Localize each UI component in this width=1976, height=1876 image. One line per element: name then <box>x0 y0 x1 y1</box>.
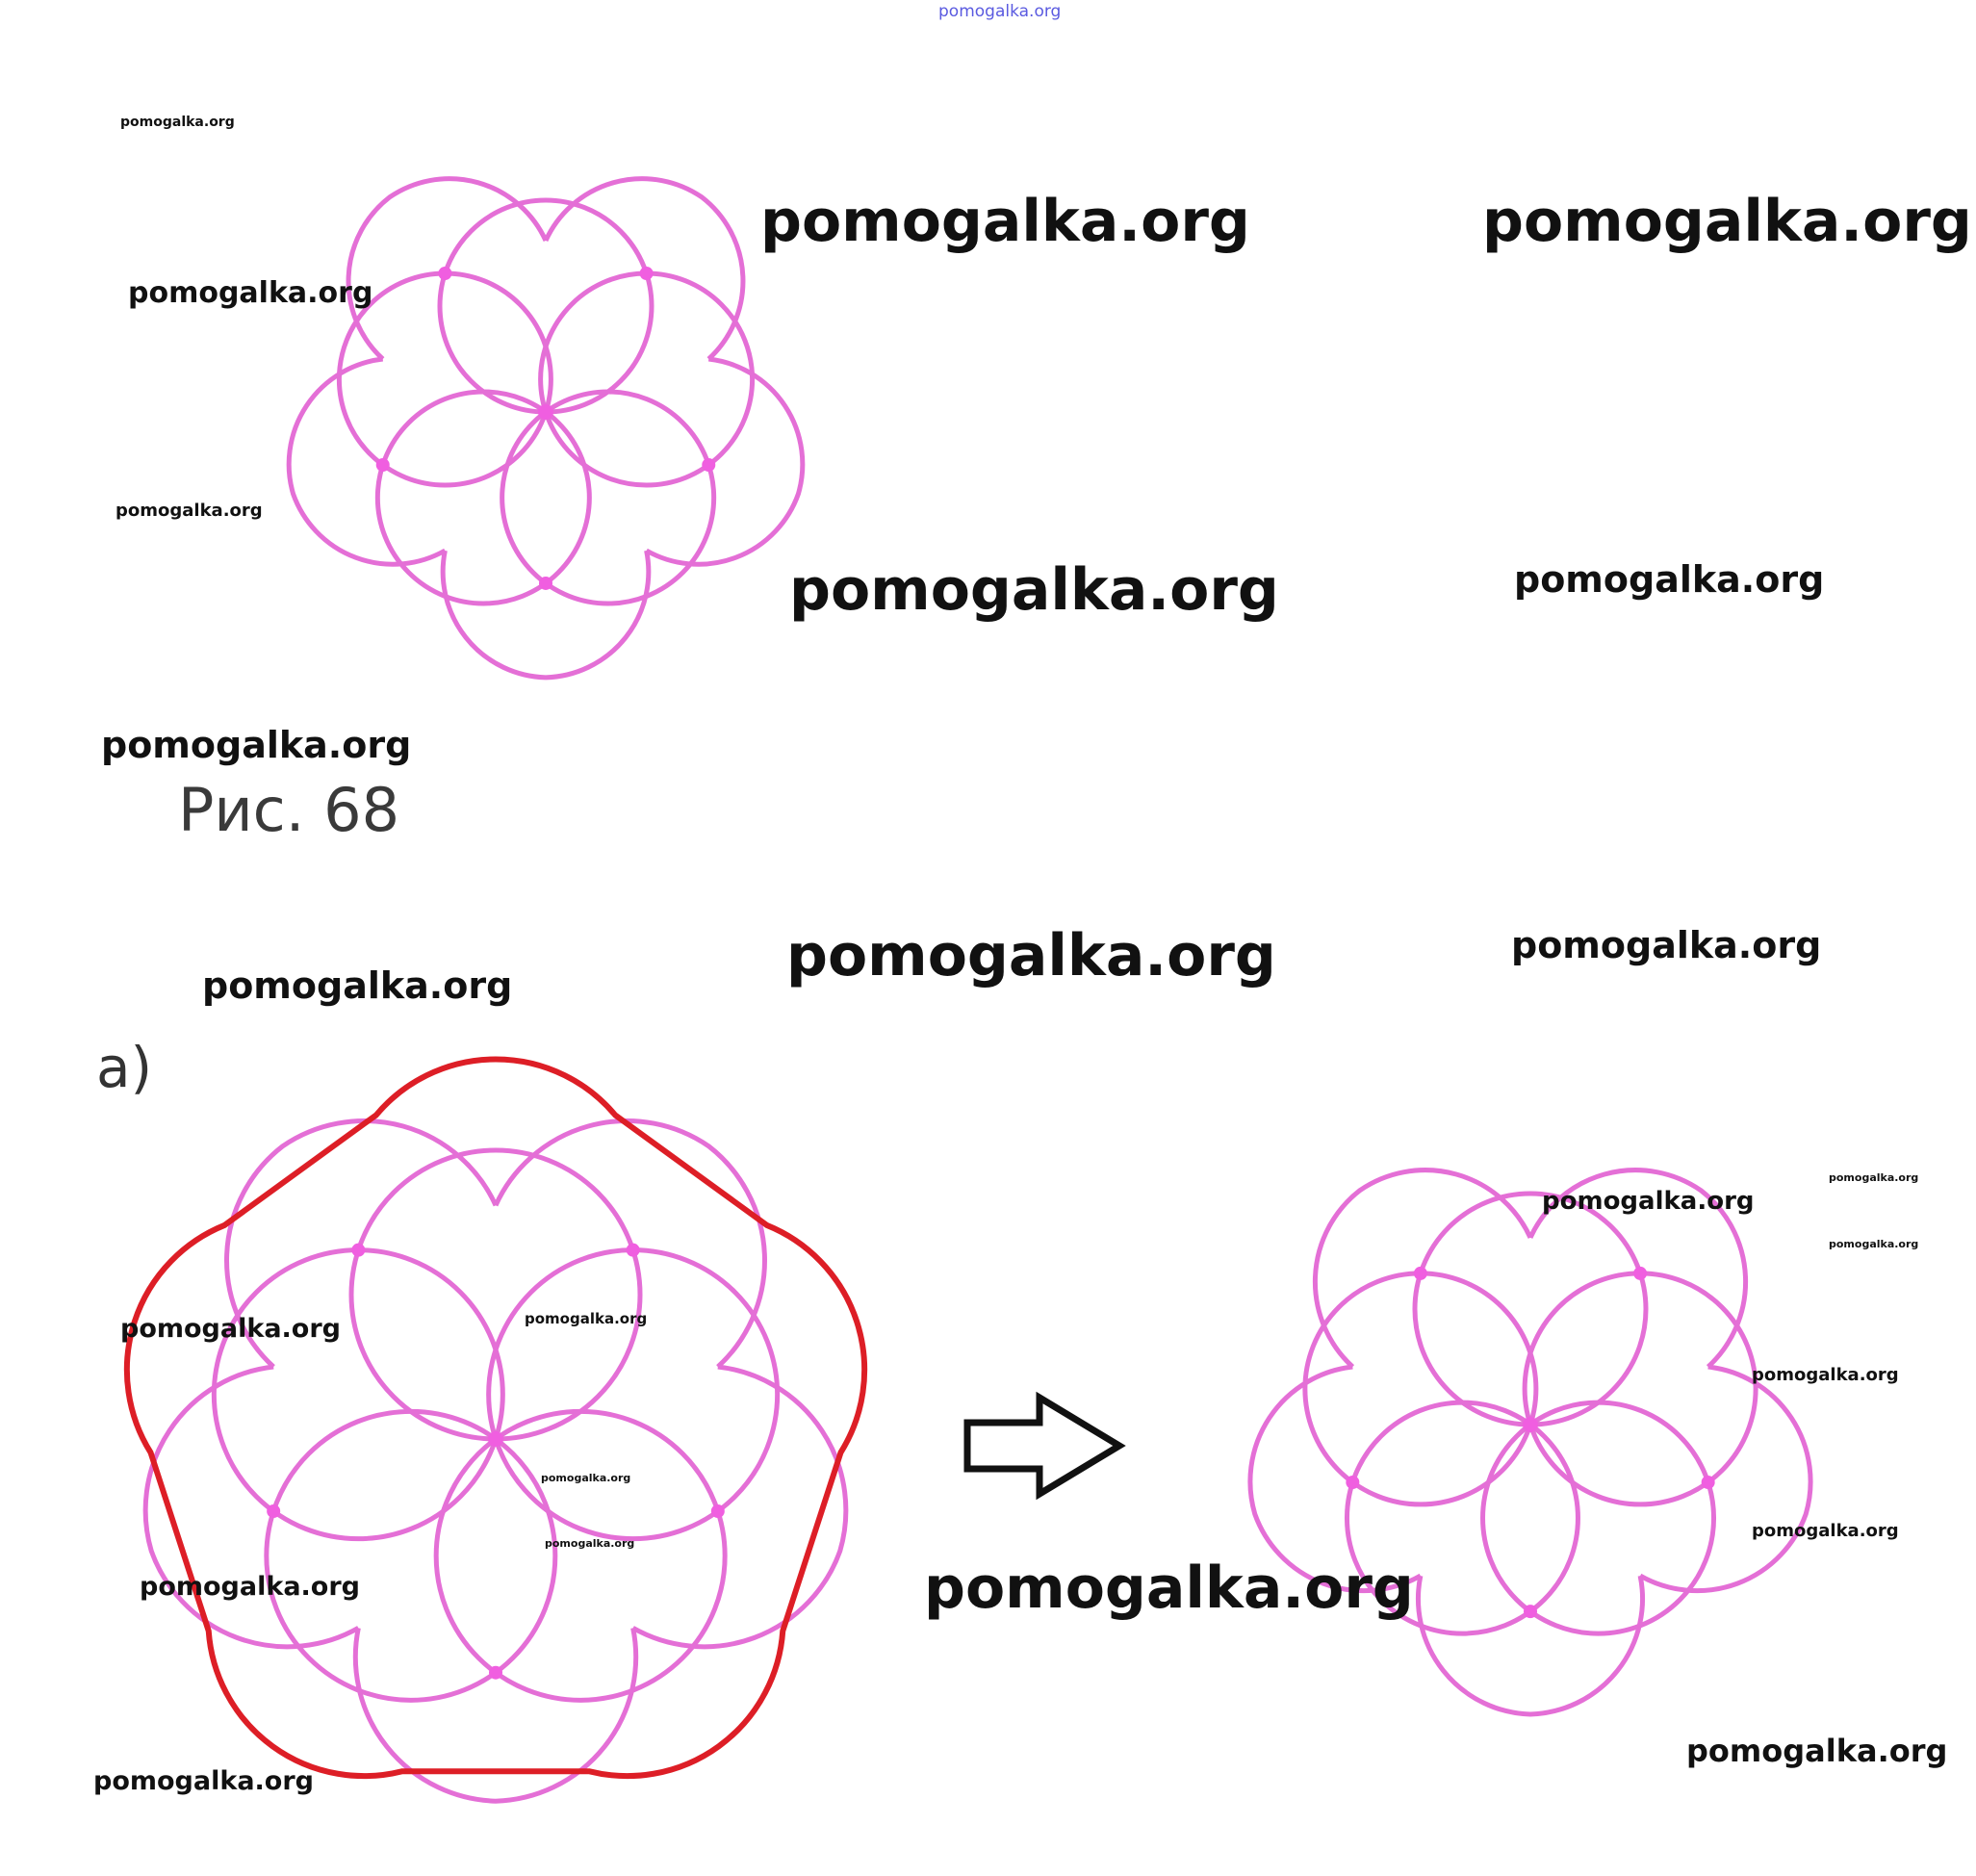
rosette-circle <box>211 1247 505 1542</box>
watermark: pomogalka.org <box>120 115 235 130</box>
intersection-dot <box>351 1243 366 1257</box>
intersection-dot <box>639 267 654 281</box>
watermark: pomogalka.org <box>545 1537 635 1550</box>
watermark: pomogalka.org <box>1752 1521 1899 1541</box>
intersection-dot <box>489 1665 502 1680</box>
watermark: pomogalka.org <box>93 1766 314 1796</box>
watermark: pomogalka.org <box>128 276 373 310</box>
watermark: pomogalka.org <box>786 922 1276 989</box>
figure-68-rosette <box>286 176 806 681</box>
watermark: pomogalka.org <box>1542 1187 1755 1216</box>
rosette-petal <box>224 1118 499 1369</box>
rosette-circle <box>1344 1400 1580 1636</box>
watermark: pomogalka.org <box>1829 1238 1919 1250</box>
rosette-circle <box>1522 1271 1758 1507</box>
intersection-dot <box>1346 1476 1360 1489</box>
watermark: pomogalka.org <box>120 1314 341 1344</box>
intersection-dot <box>702 458 716 472</box>
watermark: pomogalka.org <box>525 1310 648 1327</box>
rosette-petal <box>493 1118 767 1369</box>
rosette-petal <box>352 1627 639 1804</box>
intersection-dot <box>1701 1476 1715 1489</box>
rosette-circle <box>1412 1191 1649 1427</box>
rosette-petal <box>543 176 746 361</box>
right-arrow-icon <box>963 1391 1126 1501</box>
rosette-petal <box>346 176 549 361</box>
watermark: pomogalka.org <box>789 556 1279 624</box>
intersection-dot <box>626 1243 640 1257</box>
figure-caption: Рис. 68 <box>178 775 400 845</box>
rosette-circle <box>437 197 654 415</box>
rosette-circle <box>433 1408 728 1703</box>
watermark: pomogalka.org <box>140 1572 360 1602</box>
watermark: pomogalka.org <box>1482 188 1972 255</box>
rosette-petal <box>1416 1575 1645 1717</box>
watermark: pomogalka.org <box>101 724 412 766</box>
rosette-circle <box>1480 1400 1717 1636</box>
intersection-dot <box>1413 1266 1427 1280</box>
rosette-petal <box>1312 1168 1533 1369</box>
intersection-dot <box>710 1504 725 1518</box>
outer-outline <box>123 1056 868 1780</box>
rosette-petal <box>631 1364 849 1650</box>
rosette-petal <box>645 356 806 567</box>
centre-dot <box>1523 1417 1538 1432</box>
rosette-petal <box>286 356 447 567</box>
rosette-petal <box>142 1364 360 1650</box>
figure-a-rosette-with-outline <box>123 1056 868 1804</box>
intersection-dot <box>539 576 552 590</box>
watermark: pomogalka.org <box>1511 924 1822 966</box>
watermark: pomogalka.org <box>1829 1171 1919 1184</box>
watermark: pomogalka.org <box>1686 1733 1948 1769</box>
rosette-circle <box>1302 1271 1539 1507</box>
top-watermark: pomogalka.org <box>938 2 1062 21</box>
rosette-petal <box>440 550 652 681</box>
watermark: pomogalka.org <box>1514 558 1825 601</box>
rosette-circle <box>374 389 592 606</box>
figure-result-rosette <box>1247 1168 1813 1717</box>
watermark: pomogalka.org <box>760 188 1250 255</box>
watermark: pomogalka.org <box>541 1472 631 1484</box>
rosette-circle <box>500 389 717 606</box>
intersection-dot <box>438 267 452 281</box>
centre-dot <box>538 404 553 420</box>
rosette-petal <box>1247 1364 1423 1594</box>
rosette-petal <box>1527 1168 1749 1369</box>
centre-dot <box>488 1431 503 1447</box>
intersection-dot <box>267 1504 281 1518</box>
intersection-dot <box>375 458 390 472</box>
watermark: pomogalka.org <box>202 964 513 1007</box>
watermark: pomogalka.org <box>924 1555 1414 1622</box>
rosette-petal <box>1638 1364 1813 1594</box>
watermark: pomogalka.org <box>115 501 263 521</box>
rosette-circle <box>348 1147 643 1442</box>
rosette-circle <box>538 270 756 488</box>
part-label: а) <box>96 1035 153 1100</box>
rosette-circle <box>486 1247 781 1542</box>
watermark: pomogalka.org <box>1752 1365 1899 1385</box>
intersection-dot <box>1524 1605 1537 1619</box>
rosette-circle <box>264 1408 558 1703</box>
intersection-dot <box>1633 1266 1648 1280</box>
